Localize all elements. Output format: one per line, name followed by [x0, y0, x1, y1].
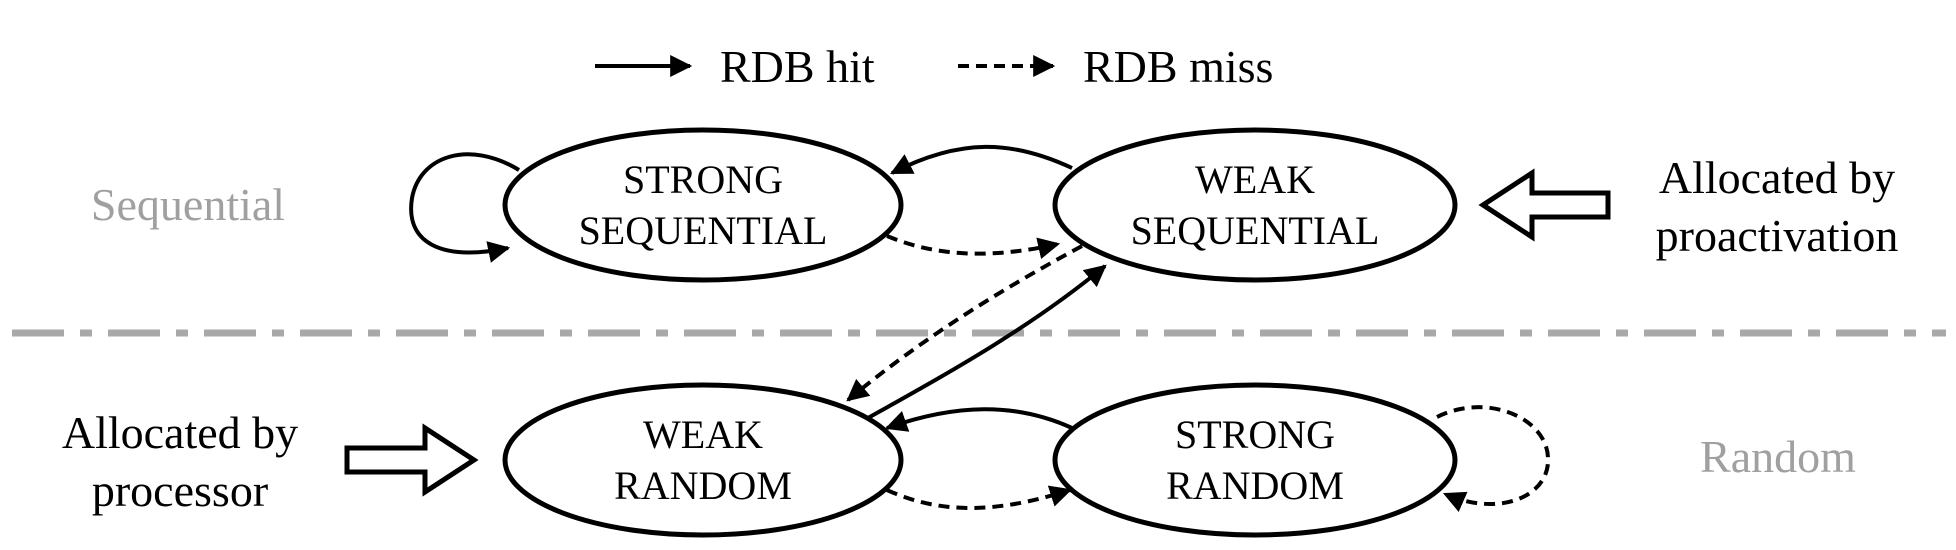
state-strong-sequential-shape — [502, 127, 904, 283]
state-weak-random-line1: WEAK — [643, 412, 763, 457]
allocation-proactivation-line1: Allocated by — [1659, 152, 1895, 203]
state-strong-random-line2: RANDOM — [1166, 463, 1344, 508]
legend: RDB hit RDB miss — [595, 41, 1273, 92]
state-weak-sequential-line2: SEQUENTIAL — [1131, 208, 1380, 253]
block-arrow-left-icon — [1478, 168, 1611, 242]
state-strong-random-line1: STRONG — [1175, 412, 1335, 457]
edge-weak-sequential-to-strong-sequential-hit — [890, 144, 1073, 175]
edge-weak-random-to-strong-random-miss — [886, 485, 1073, 510]
state-strong-random: STRONG RANDOM — [1052, 382, 1458, 538]
region-label-random: Random — [1700, 431, 1856, 482]
edge-strong-random-to-weak-random-hit — [884, 407, 1073, 432]
allocation-proactivation: Allocated by proactivation — [1478, 152, 1899, 261]
state-strong-sequential-line2: SEQUENTIAL — [579, 208, 828, 253]
allocation-processor: Allocated by processor — [62, 407, 479, 516]
allocation-processor-line1: Allocated by — [62, 407, 298, 458]
state-weak-random-line2: RANDOM — [614, 463, 792, 508]
state-weak-sequential: WEAK SEQUENTIAL — [1052, 127, 1458, 283]
state-strong-random-shape — [1052, 382, 1458, 538]
allocation-proactivation-line2: proactivation — [1656, 210, 1899, 261]
state-strong-sequential: STRONG SEQUENTIAL — [502, 127, 904, 283]
state-weak-random-shape — [502, 382, 904, 538]
state-strong-sequential-line1: STRONG — [623, 157, 783, 202]
allocation-processor-line2: processor — [92, 465, 268, 516]
edge-weak-random-to-weak-sequential-hit — [867, 264, 1107, 420]
state-weak-sequential-line1: WEAK — [1195, 157, 1315, 202]
state-weak-random: WEAK RANDOM — [502, 382, 904, 538]
edge-strong-sequential-to-weak-sequential-miss — [886, 234, 1061, 260]
edge-strong-random-self-miss — [1436, 405, 1551, 512]
legend-hit-label: RDB hit — [720, 41, 875, 92]
legend-miss-label: RDB miss — [1083, 41, 1273, 92]
block-arrow-right-icon — [344, 423, 479, 497]
state-weak-sequential-shape — [1052, 127, 1458, 283]
region-label-sequential: Sequential — [91, 179, 285, 230]
edge-weak-sequential-to-weak-random-miss — [846, 244, 1083, 402]
edge-strong-sequential-self-hit — [409, 152, 521, 263]
